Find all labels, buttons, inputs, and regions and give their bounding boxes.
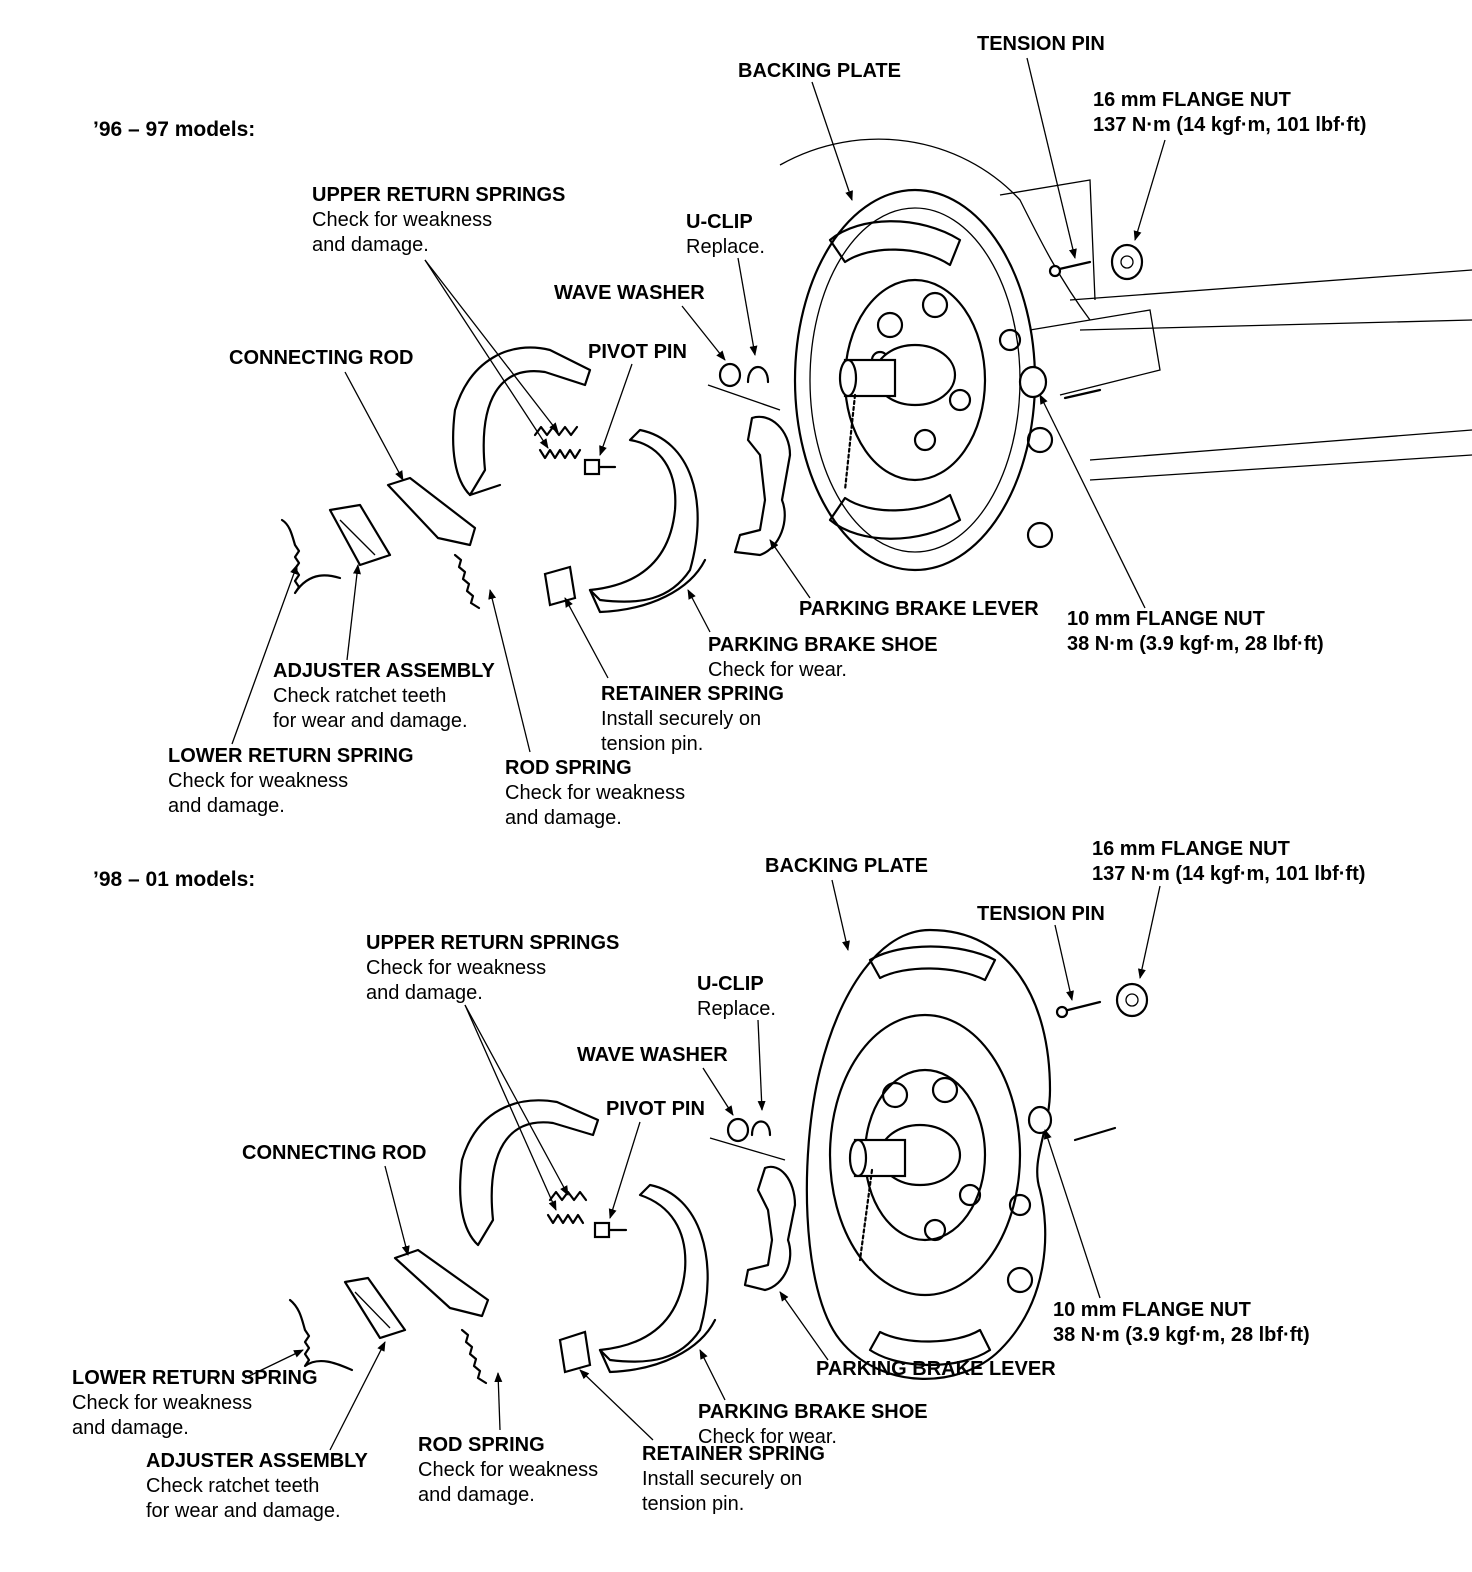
parking-brake-shoe-part (588, 428, 707, 614)
label-backing-plate: BACKING PLATE (738, 60, 901, 82)
label-retainer-spring: RETAINER SPRING Install securely on tens… (642, 1443, 825, 1515)
leader-lines (244, 879, 1161, 1451)
diagram-section-98-01: ’98 – 01 models: BACKING PLATE 16 mm FLA… (0, 830, 1472, 1572)
backing-plate (805, 928, 1052, 1380)
pivot-pin-part (593, 1221, 628, 1239)
label-16mm-flange-nut: 16 mm FLANGE NUT 137 N·m (14 kgf·m, 101 … (1092, 838, 1366, 885)
backing-plate (793, 188, 1054, 572)
adjuster-assembly-part (328, 503, 392, 567)
label-10mm-flange-nut: 10 mm FLANGE NUT 38 N·m (3.9 kgf·m, 28 l… (1053, 1299, 1310, 1346)
models-heading: ’96 – 97 models: (93, 118, 256, 141)
label-pivot-pin: PIVOT PIN (588, 341, 687, 363)
parking-brake-lever-part (709, 1137, 797, 1292)
label-parking-brake-shoe: PARKING BRAKE SHOE Check for wear. (708, 634, 938, 681)
hub-spindle (848, 1123, 962, 1262)
rear-brake-shoe-part (459, 1099, 600, 1247)
knuckle-outline (779, 138, 1472, 481)
label-u-clip: U-CLIP Replace. (697, 973, 776, 1020)
label-backing-plate: BACKING PLATE (765, 855, 928, 877)
label-retainer-spring: RETAINER SPRING Install securely on tens… (601, 683, 784, 755)
parking-brake-shoe-part (598, 1183, 717, 1374)
retainer-spring-part (558, 1330, 592, 1374)
label-lower-return-spring: LOWER RETURN SPRING Check for weakness a… (168, 745, 414, 817)
adjuster-assembly-part (343, 1276, 407, 1340)
rear-brake-shoe-part (452, 346, 592, 497)
diagram-section-96-97: ’96 – 97 models: TENSION PIN BACKING PLA… (93, 33, 1472, 829)
leader-lines (231, 57, 1166, 753)
label-pivot-pin: PIVOT PIN (606, 1098, 705, 1120)
tension-pin-and-nuts (1018, 243, 1144, 400)
label-adjuster-assembly: ADJUSTER ASSEMBLY Check ratchet teeth fo… (146, 1450, 368, 1522)
label-rod-spring: ROD SPRING Check for weakness and damage… (505, 757, 686, 829)
label-16mm-flange-nut: 16 mm FLANGE NUT 137 N·m (14 kgf·m, 101 … (1093, 89, 1367, 136)
hub-spindle (838, 343, 957, 492)
connecting-rod-part (393, 1248, 490, 1318)
parking-brake-lever-part (707, 384, 792, 557)
label-rod-spring: ROD SPRING Check for weakness and damage… (418, 1434, 599, 1506)
retainer-spring-part (543, 565, 577, 607)
label-parking-brake-lever: PARKING BRAKE LEVER (799, 598, 1039, 620)
label-connecting-rod: CONNECTING ROD (229, 347, 414, 369)
connecting-rod-part (386, 476, 477, 547)
exploded-view-drawing-96-97 (231, 57, 1472, 753)
upper-return-springs-part (546, 1190, 588, 1225)
label-connecting-rod: CONNECTING ROD (242, 1142, 427, 1164)
label-upper-return-springs: UPPER RETURN SPRINGS Check for weakness … (312, 184, 566, 256)
label-adjuster-assembly: ADJUSTER ASSEMBLY Check ratchet teeth fo… (273, 660, 495, 732)
label-lower-return-spring: LOWER RETURN SPRING Check for weakness a… (72, 1367, 318, 1439)
wave-washer-part (718, 362, 742, 388)
wave-washer-part (726, 1117, 750, 1143)
label-parking-brake-shoe: PARKING BRAKE SHOE Check for wear. (698, 1401, 928, 1448)
lower-return-spring-part (288, 1298, 354, 1372)
u-clip-part (750, 1120, 772, 1137)
label-wave-washer: WAVE WASHER (577, 1044, 728, 1066)
rod-spring-part (453, 553, 481, 610)
rod-spring-part (460, 1328, 488, 1385)
label-parking-brake-lever: PARKING BRAKE LEVER (816, 1358, 1056, 1380)
label-upper-return-springs: UPPER RETURN SPRINGS Check for weakness … (366, 932, 620, 1004)
label-wave-washer: WAVE WASHER (554, 282, 705, 304)
u-clip-part (746, 365, 770, 384)
label-tension-pin: TENSION PIN (977, 903, 1105, 925)
models-heading: ’98 – 01 models: (93, 868, 256, 891)
label-u-clip: U-CLIP Replace. (686, 211, 765, 258)
pivot-pin-part (583, 458, 617, 476)
label-tension-pin: TENSION PIN (977, 33, 1105, 55)
label-10mm-flange-nut: 10 mm FLANGE NUT 38 N·m (3.9 kgf·m, 28 l… (1067, 608, 1324, 655)
tension-pin-and-nuts (1027, 982, 1149, 1142)
exploded-view-drawing-98-01 (244, 879, 1161, 1451)
